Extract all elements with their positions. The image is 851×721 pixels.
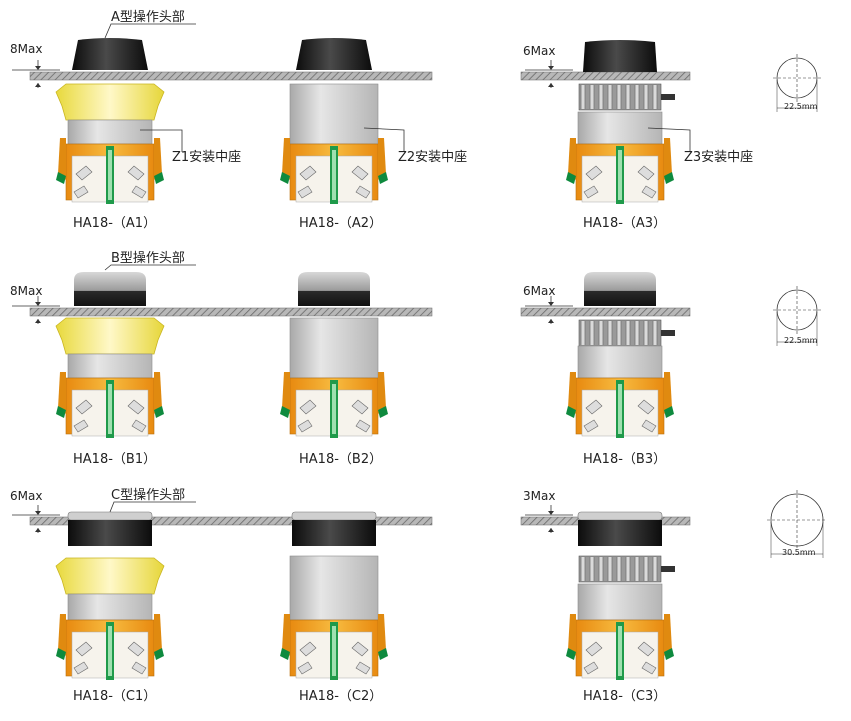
model-label-c1: HA18-（C1） [73,689,157,704]
panel-max-a-right: 6Max [523,44,556,58]
contact-block-c3 [566,614,674,680]
seat-label-z1: Z1安装中座 [172,150,242,165]
operator-head-a2 [296,38,372,70]
model-label-a1: HA18-（A1） [73,216,157,231]
leader-seat-z2 [363,127,405,152]
panel-row-c-left [29,516,433,526]
operator-head-c2 [291,511,377,546]
model-label-a3: HA18-（A3） [583,216,667,231]
mount-seat-c1 [67,593,153,621]
mount-seat-z2 [289,83,379,145]
mount-seat-b2 [289,317,379,379]
panel-max-a-left: 8Max [10,42,43,56]
max-arrow-c-left [12,505,60,533]
hole-dim-a: 22.5mm [784,102,818,111]
leader-lines [104,23,691,513]
mount-seat-c2 [289,555,379,621]
ribbed-ring-a3 [578,83,675,111]
seat-label-z3: Z3安装中座 [684,150,754,165]
leader-seat-z1 [140,129,183,152]
mount-seat-z3 [577,111,663,145]
mount-seat-b1 [67,353,153,379]
contact-block-a2 [280,138,388,204]
operator-head-b1 [74,272,146,306]
leader-head-b [104,264,196,271]
max-arrow-a-left [12,60,60,88]
max-arrow-a-right [525,60,573,88]
panel-hole-c [767,490,827,558]
contact-block-c2 [280,614,388,680]
hole-dim-b: 22.5mm [784,336,818,345]
contact-block-b3 [566,372,674,438]
panel-hole-a [773,54,821,112]
max-arrow-c-right [525,505,573,533]
leader-head-c [109,501,196,513]
operator-head-a1 [72,38,148,70]
head-title-c: C型操作头部 [111,488,186,503]
panel-max-c-right: 3Max [523,489,556,503]
model-label-c3: HA18-（C3） [583,689,667,704]
operator-head-b3 [584,272,656,306]
contact-block-c1 [56,614,164,680]
panel-max-c-left: 6Max [10,489,43,503]
operator-head-b2 [298,272,370,306]
model-label-b2: HA18-（B2） [299,452,383,467]
ribbed-ring-c3 [578,555,675,583]
mount-seat-b3 [577,345,663,379]
max-arrow-b-left [12,296,60,324]
head-title-a: A型操作头部 [111,10,185,25]
leader-seat-z3 [647,127,691,152]
bezel-ring-b1 [55,317,165,355]
panel-row-b-right [520,307,691,317]
operator-head-c1 [67,511,153,546]
bezel-ring-a1 [55,83,165,121]
switch-assemblies [55,38,675,680]
contact-block-a3 [566,138,674,204]
panel-row-a-right [520,71,691,81]
contact-block-b2 [280,372,388,438]
panel-row-b-left [29,307,433,317]
hole-dim-c: 30.5mm [782,548,816,557]
panel-max-b-right: 6Max [523,284,556,298]
panel-hole-b [773,286,821,346]
operator-head-c3 [577,511,663,546]
panel-max-b-left: 8Max [10,284,43,298]
contact-block-b1 [56,372,164,438]
panel-row-a-left [29,71,433,81]
leader-head-a [104,23,196,39]
model-label-b3: HA18-（B3） [583,452,667,467]
model-label-c2: HA18-（C2） [299,689,383,704]
contact-block-a1 [56,138,164,204]
max-arrow-b-right [525,296,573,324]
model-label-a2: HA18-（A2） [299,216,383,231]
model-label-b1: HA18-（B1） [73,452,157,467]
bezel-ring-c1 [55,557,165,595]
mount-seat-z1 [67,119,153,145]
ribbed-ring-b3 [578,319,675,347]
panel-hole-drawings [767,54,827,558]
seat-label-z2: Z2安装中座 [398,150,468,165]
head-title-b: B型操作头部 [111,251,185,266]
operator-head-a3 [583,40,657,72]
mount-seat-c3 [577,583,663,621]
